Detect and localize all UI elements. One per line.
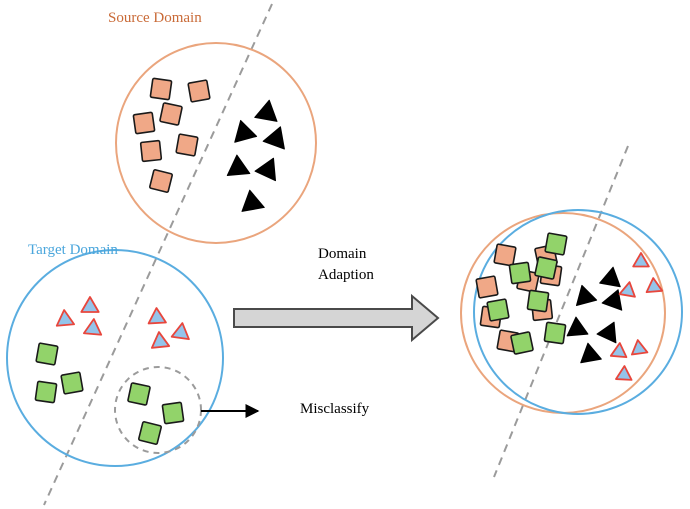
source-square bbox=[149, 77, 173, 101]
adapted-source-triangle bbox=[599, 266, 621, 288]
source-triangle bbox=[241, 189, 265, 212]
adapted-source-triangle bbox=[596, 321, 617, 344]
adapted-source-triangle bbox=[566, 316, 589, 337]
target-triangle bbox=[82, 318, 103, 336]
adapted-target-square bbox=[526, 289, 550, 313]
domain-adaption-label: Domain Adaption bbox=[318, 246, 374, 283]
source-square bbox=[159, 102, 183, 126]
misclassify-label: Misclassify bbox=[300, 401, 370, 417]
source-domain-label: Source Domain bbox=[108, 10, 202, 26]
source-triangle bbox=[234, 119, 258, 143]
source-domain-circle bbox=[115, 42, 317, 244]
adapted-source-triangle bbox=[575, 284, 598, 306]
adapted-target-triangle bbox=[630, 339, 649, 356]
adapted-source-triangle bbox=[580, 342, 602, 364]
adapted-target-triangle bbox=[615, 365, 633, 381]
source-square bbox=[139, 139, 163, 163]
adapted-source-square bbox=[475, 275, 499, 299]
adapted-target-circle bbox=[473, 209, 683, 415]
adapted-target-triangle bbox=[618, 281, 636, 298]
target-square bbox=[127, 382, 151, 406]
adapted-source-square bbox=[493, 243, 517, 267]
adapted-target-square bbox=[508, 261, 532, 285]
adapted-target-square bbox=[486, 298, 510, 322]
source-triangle bbox=[262, 126, 285, 150]
adapted-target-square bbox=[510, 331, 534, 355]
adapted-target-square bbox=[534, 256, 558, 280]
domain-adaption-arrow bbox=[233, 293, 440, 343]
target-domain-circle bbox=[6, 249, 224, 467]
target-square bbox=[138, 421, 162, 445]
target-square bbox=[35, 342, 59, 366]
target-triangle bbox=[147, 307, 167, 325]
decision-boundary-right bbox=[493, 145, 629, 478]
target-square bbox=[34, 380, 58, 404]
target-square bbox=[60, 371, 84, 395]
decision-boundary-left bbox=[43, 3, 273, 506]
source-triangle bbox=[254, 157, 277, 182]
adapted-source-triangle bbox=[601, 289, 623, 311]
adapted-target-square bbox=[543, 321, 567, 345]
adapted-target-triangle bbox=[632, 252, 650, 268]
target-triangle bbox=[170, 322, 190, 341]
source-square bbox=[149, 169, 173, 193]
target-square bbox=[161, 401, 185, 425]
source-triangle bbox=[226, 154, 251, 176]
source-square bbox=[175, 133, 199, 157]
target-domain-label: Target Domain bbox=[28, 242, 118, 258]
target-triangle bbox=[80, 296, 100, 313]
adapted-target-triangle bbox=[609, 342, 628, 359]
source-square bbox=[132, 111, 156, 135]
adapted-target-triangle bbox=[645, 277, 664, 294]
target-triangle bbox=[55, 309, 76, 327]
target-triangle bbox=[150, 331, 171, 349]
adapted-target-square bbox=[544, 232, 568, 256]
source-triangle bbox=[254, 99, 278, 122]
source-square bbox=[187, 79, 211, 103]
